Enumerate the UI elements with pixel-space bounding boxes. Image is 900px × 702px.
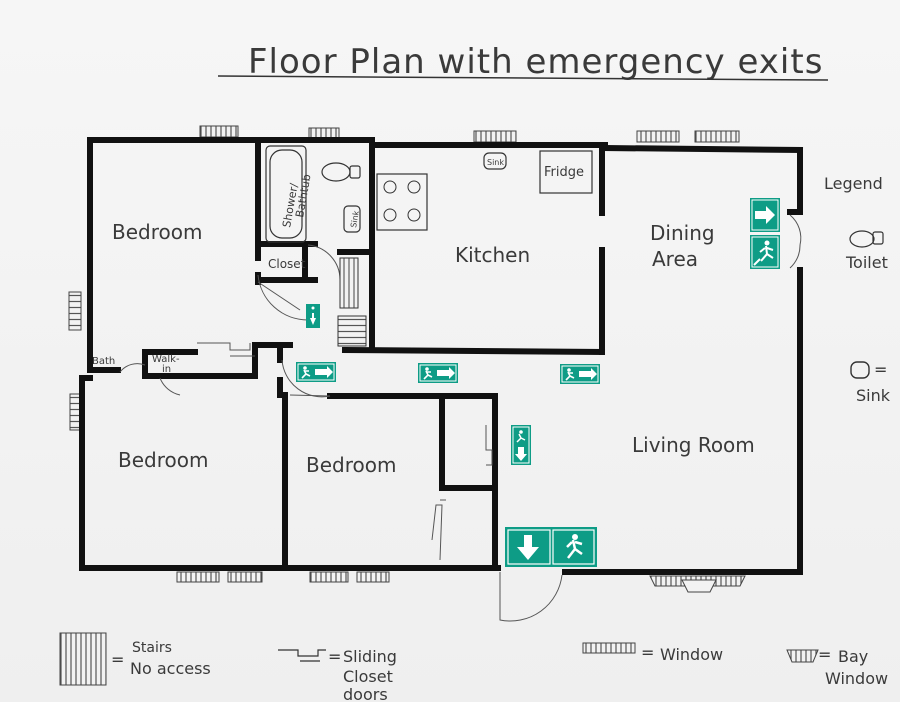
exit-sign-hall-1	[295, 361, 337, 383]
exit-sign-dining-arrow	[750, 198, 780, 232]
legend-stairs-2: No access	[130, 659, 211, 678]
legend-window-icon	[582, 642, 636, 654]
room-bedroom-nw: Bedroom	[112, 220, 202, 244]
legend-sliding-2: Closet	[343, 667, 393, 686]
legend-sliding-eq: =	[328, 647, 341, 666]
legend-bay-eq: =	[818, 645, 831, 664]
exit-sign-bath-down	[306, 304, 320, 328]
exit-sign-hall-2	[417, 362, 459, 384]
room-living: Living Room	[632, 433, 755, 457]
legend-toilet: Toilet	[845, 253, 888, 272]
legend-heading: Legend	[824, 174, 883, 193]
legend-stairs-1: Stairs	[132, 640, 172, 656]
bath-sink-label: Sink	[349, 210, 361, 229]
exit-sign-dining-runner	[750, 235, 780, 269]
room-bath: Bath	[92, 356, 115, 367]
fridge-label: Fridge	[544, 165, 584, 180]
legend-sink: Sink	[856, 386, 891, 405]
stairs	[337, 257, 367, 347]
legend-stairs-icon	[59, 632, 107, 686]
legend-window-eq: =	[641, 643, 654, 662]
fridge-icon	[539, 150, 593, 194]
bath-sink-icon	[343, 205, 361, 233]
doors	[119, 214, 802, 622]
page-title: Floor Plan with emergency exits	[248, 42, 823, 82]
stove-icon	[376, 173, 428, 231]
legend-sliding-1: Sliding	[343, 647, 397, 666]
legend-sliding-icon	[278, 649, 326, 662]
room-walkin-1: Walk-	[152, 354, 180, 365]
title-underline	[217, 75, 829, 81]
room-dining-1: Dining	[650, 221, 715, 245]
kitchen-sink-icon	[483, 152, 507, 170]
legend-toilet-icon	[849, 230, 875, 248]
legend-sink-eq: =	[874, 360, 887, 379]
legend-bay-icon	[786, 649, 819, 663]
exit-sign-front-door	[505, 527, 597, 567]
exit-sign-living-down	[511, 425, 531, 465]
legend-bottom: = Stairs No access = Sliding Closet door…	[59, 632, 888, 702]
toilet-icon	[321, 162, 351, 182]
closet-label: Closet	[268, 257, 306, 271]
room-kitchen: Kitchen	[455, 243, 530, 267]
walls	[79, 137, 804, 575]
room-bedroom-s: Bedroom	[306, 453, 396, 477]
legend-bay-2: Window	[825, 669, 888, 688]
windows	[68, 125, 746, 593]
kitchen-fixtures: Sink Fridge	[376, 150, 593, 231]
legend-sliding-3: doors	[343, 685, 388, 702]
exit-sign-hall-3	[559, 363, 601, 385]
legend-stairs-eq: =	[111, 650, 124, 669]
room-bedroom-sw: Bedroom	[118, 448, 208, 472]
room-walkin-2: in	[162, 364, 171, 375]
shower-label-2: Bathtub	[293, 173, 313, 218]
legend-sink-icon	[850, 361, 870, 379]
legend-window: Window	[660, 645, 723, 664]
legend-right: Legend Toilet = Sink	[824, 174, 891, 405]
exit-signs	[295, 198, 780, 567]
kitchen-sink-label: Sink	[487, 158, 504, 167]
legend-bay-1: Bay	[838, 647, 868, 666]
room-dining-2: Area	[652, 247, 698, 271]
